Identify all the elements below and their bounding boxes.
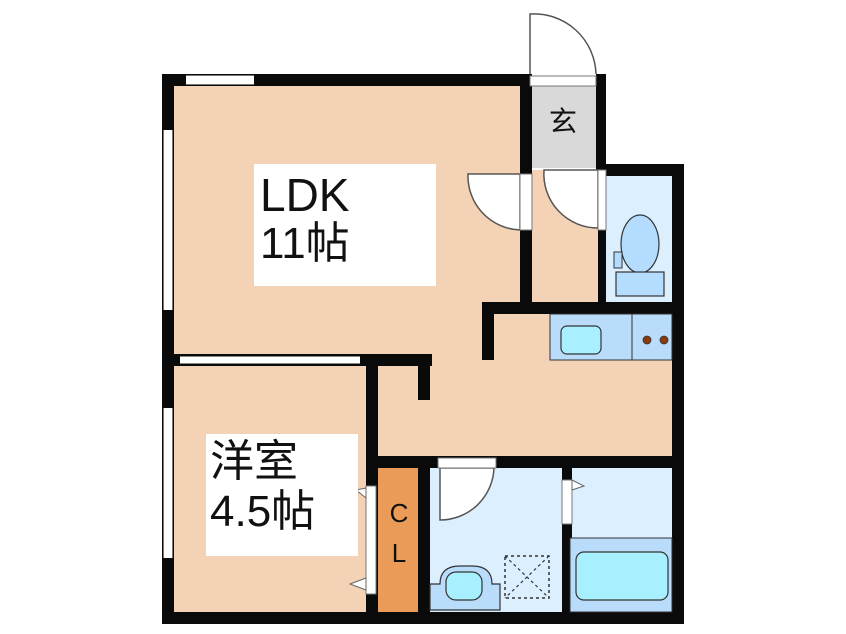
sliding-door-western[interactable] xyxy=(180,356,360,364)
closet-floor xyxy=(378,468,420,612)
wall-kitchen-stub xyxy=(482,302,494,360)
wall-closet-right xyxy=(418,456,430,622)
washroom-door-icon xyxy=(439,467,495,521)
washing-machine-space-icon xyxy=(504,555,550,599)
closet-label-c: C xyxy=(389,498,409,528)
bath-door-marker xyxy=(571,479,586,491)
stove-burner-icon xyxy=(642,335,652,345)
wall-partition-stub xyxy=(418,354,430,400)
ldk-door-icon xyxy=(467,173,521,231)
western-room-name: 洋室 xyxy=(210,437,298,486)
bathtub-icon xyxy=(575,551,669,601)
entrance-door-icon xyxy=(529,13,597,75)
wall-entrance-left xyxy=(520,74,532,174)
western-room-label-box: 洋室 4.5帖 xyxy=(206,434,358,556)
wall-kitchen-top xyxy=(482,302,682,314)
western-room-size: 4.5帖 xyxy=(210,487,316,536)
ldk-room-name: LDK xyxy=(260,169,350,221)
toilet-door-icon xyxy=(543,169,599,229)
stove-burner-icon xyxy=(659,335,669,345)
wall-hall-toilet-lower xyxy=(598,230,606,306)
wall-right xyxy=(672,164,684,624)
ldk-room-size: 11帖 xyxy=(260,219,350,268)
closet-door-marker-top xyxy=(354,487,367,500)
kitchen-sink-icon xyxy=(560,325,602,355)
entrance-floor xyxy=(530,86,598,168)
wall-top-ldk xyxy=(162,74,530,86)
entrance-label: 玄 xyxy=(548,106,577,137)
wall-toilet-top xyxy=(596,164,684,176)
wall-ldk-hall-lower xyxy=(520,230,532,304)
window-top xyxy=(186,75,254,85)
ldk-label-box: LDK 11帖 xyxy=(254,164,436,286)
wall-wash-bath xyxy=(562,456,572,622)
closet-door-marker-bottom xyxy=(348,577,367,591)
window-left-ldk xyxy=(163,130,173,310)
toilet-icon xyxy=(613,214,665,297)
closet-label-l: L xyxy=(391,538,407,568)
washbasin-icon xyxy=(429,565,501,611)
window-left-western xyxy=(163,408,173,558)
wall-entrance-right xyxy=(596,74,606,174)
closet-label: C L xyxy=(378,500,420,566)
